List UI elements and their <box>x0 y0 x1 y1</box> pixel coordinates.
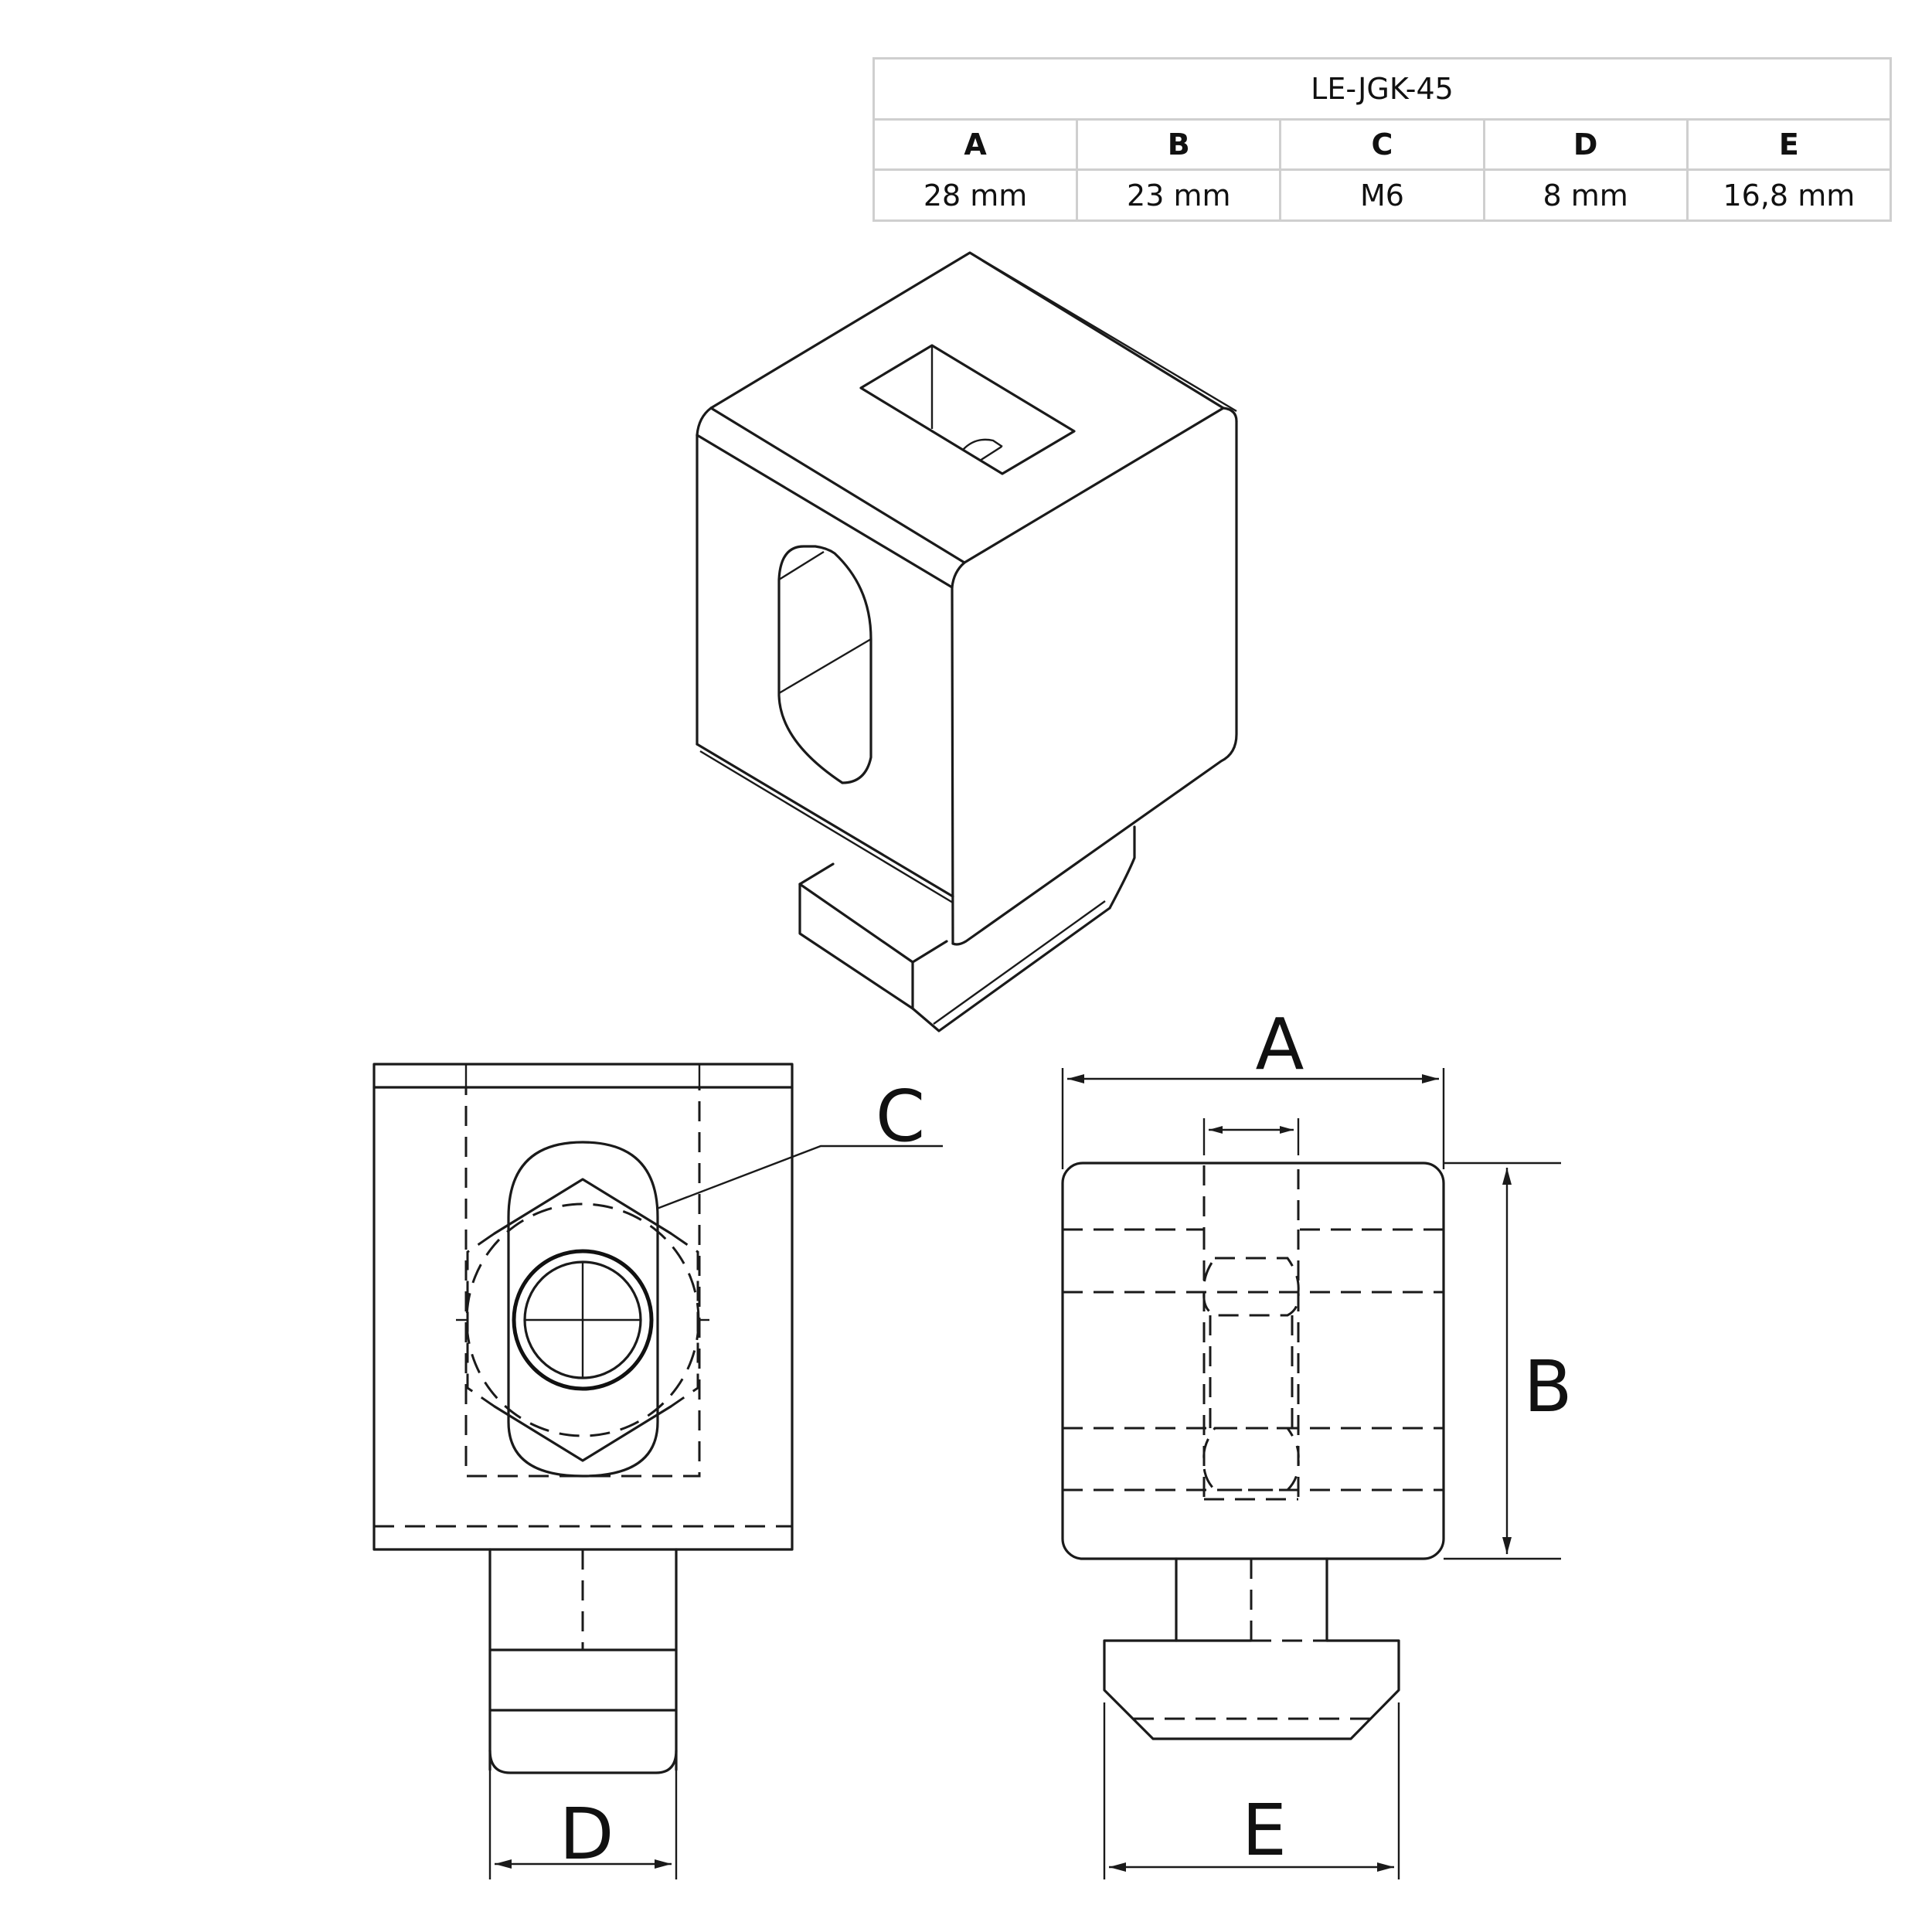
value-b: 23 mm <box>1076 168 1282 222</box>
spec-table: LE-JGK-45 A B C D E 28 mm 23 mm M6 8 mm … <box>872 57 1893 222</box>
front-view: C D <box>372 1063 943 1879</box>
label-c: C <box>876 1075 925 1158</box>
header-d: D <box>1482 118 1689 171</box>
label-e: E <box>1242 1789 1287 1872</box>
value-a: 28 mm <box>872 168 1079 222</box>
header-b: B <box>1076 118 1282 171</box>
header-e: E <box>1685 118 1893 171</box>
header-c: C <box>1279 118 1485 171</box>
value-c: M6 <box>1279 168 1485 222</box>
table-title-row: LE-JGK-45 <box>872 57 1892 121</box>
table-header-row: A B C D E <box>872 118 1893 171</box>
side-view: A B E <box>1061 1003 1573 1879</box>
product-code: LE-JGK-45 <box>872 57 1892 121</box>
value-d: 8 mm <box>1482 168 1689 222</box>
table-values-row: 28 mm 23 mm M6 8 mm 16,8 mm <box>872 168 1893 222</box>
label-d: D <box>560 1793 614 1876</box>
header-a: A <box>872 118 1079 171</box>
label-b: B <box>1523 1345 1572 1428</box>
label-a: A <box>1256 1003 1304 1086</box>
value-e: 16,8 mm <box>1685 168 1893 222</box>
isometric-view <box>696 251 1238 1032</box>
